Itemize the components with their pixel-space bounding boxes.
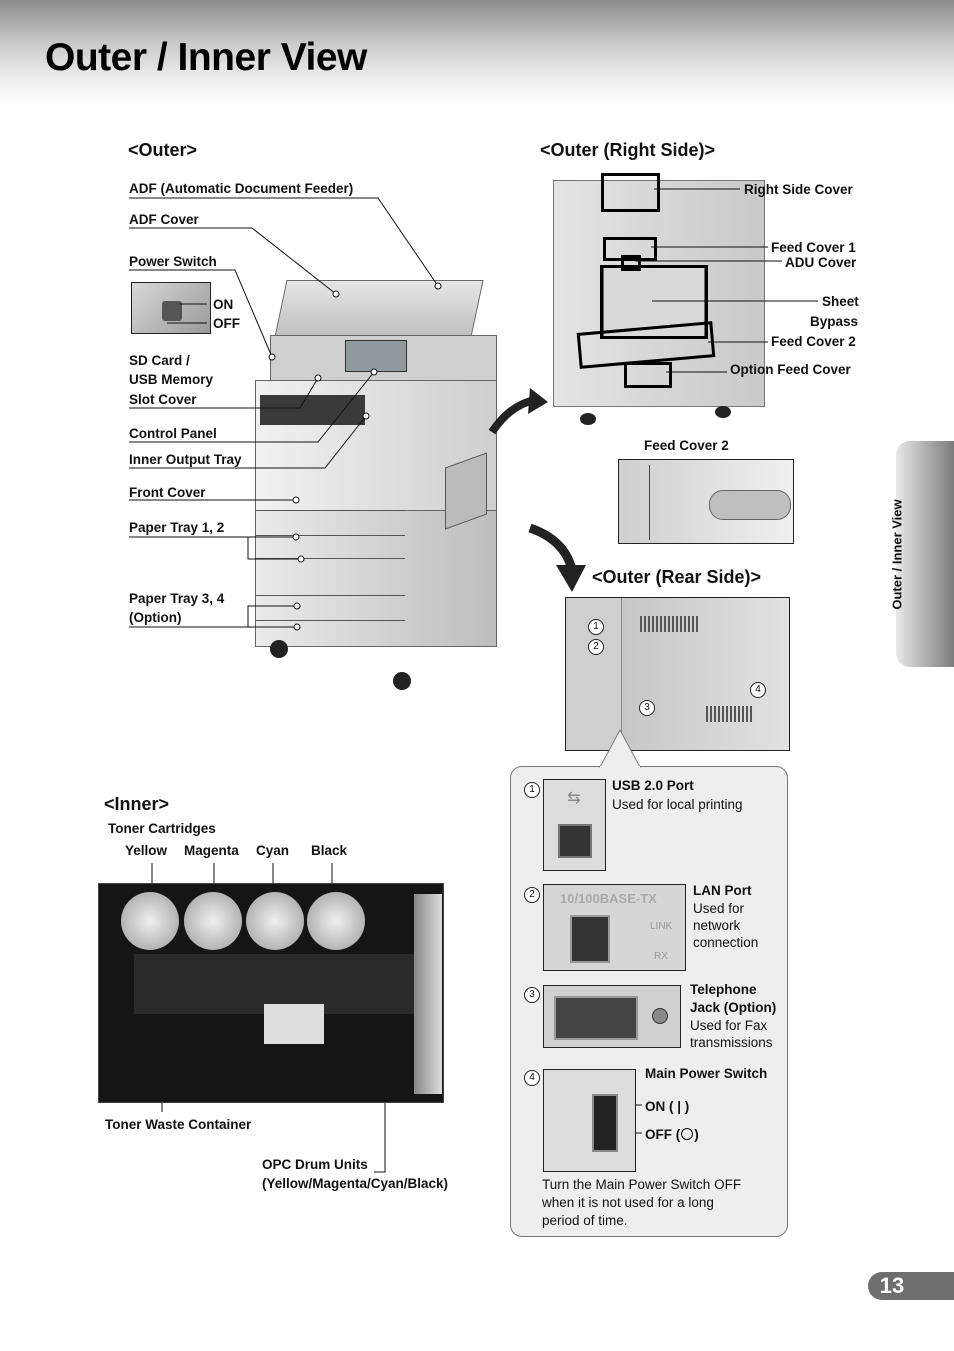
label-sd-card-3: Slot Cover	[129, 392, 197, 407]
label-adu-cover: ADU Cover	[785, 255, 857, 270]
inner-view-photo	[98, 883, 444, 1103]
lan-port-desc-1: Used for	[693, 901, 745, 916]
port-3-number: 3	[524, 987, 540, 1003]
machine-front-photo	[250, 270, 500, 690]
label-paper-tray-12: Paper Tray 1, 2	[129, 520, 225, 535]
label-black: Black	[311, 843, 348, 858]
lan-port-photo: 10/100BASE-TX LINK RX	[543, 884, 686, 971]
label-front-cover: Front Cover	[129, 485, 206, 500]
right-side-cover-box	[601, 173, 660, 212]
port-4-number: 4	[524, 1070, 540, 1086]
lan-port-label: LAN Port	[693, 883, 752, 898]
option-feed-cover-box	[624, 362, 672, 388]
telephone-jack-desc-2: transmissions	[690, 1035, 773, 1050]
section-inner-heading: <Inner>	[104, 794, 170, 814]
label-paper-tray-34-option: (Option)	[129, 610, 182, 625]
label-option-feed-cover: Option Feed Cover	[730, 362, 851, 377]
rear-marker-3: 3	[639, 700, 655, 716]
curved-arrow-icon	[528, 523, 577, 572]
label-control-panel: Control Panel	[129, 426, 217, 441]
label-power-switch: Power Switch	[129, 254, 217, 269]
rear-marker-1: 1	[588, 619, 604, 635]
page-number-box	[868, 1272, 954, 1300]
label-inner-output-tray: Inner Output Tray	[129, 452, 242, 467]
feed-cover-2-photo	[618, 459, 794, 544]
label-opc-1: OPC Drum Units	[262, 1157, 368, 1172]
section-outer-heading: <Outer>	[128, 140, 198, 160]
label-right-side-cover: Right Side Cover	[744, 182, 853, 197]
main-power-switch-photo	[543, 1069, 636, 1172]
section-outer-rear-heading: <Outer (Rear Side)>	[592, 567, 762, 587]
power-switch-photo	[131, 282, 211, 334]
label-bypass: Bypass	[810, 314, 859, 329]
label-on: ON	[213, 297, 234, 312]
feed-cover-1-box	[603, 237, 657, 261]
page-number: 13	[879, 1273, 905, 1298]
rear-marker-2: 2	[588, 639, 604, 655]
section-outer-right-heading: <Outer (Right Side)>	[540, 140, 716, 160]
power-note-1: Turn the Main Power Switch OFF	[542, 1177, 742, 1192]
telephone-jack-photo	[543, 985, 681, 1048]
label-adf: ADF (Automatic Document Feeder)	[129, 181, 354, 196]
label-sd-card-1: SD Card /	[129, 353, 190, 368]
power-on-label: ON ( | )	[645, 1099, 690, 1114]
label-yellow: Yellow	[125, 843, 168, 858]
label-sheet: Sheet	[822, 294, 859, 309]
sheet-bypass-box	[600, 265, 708, 339]
lan-photo-link: LINK	[650, 921, 673, 932]
rear-marker-4: 4	[750, 682, 766, 698]
label-feed-cover-1: Feed Cover 1	[771, 240, 856, 255]
adu-cover-box	[621, 255, 641, 271]
main-power-switch-label: Main Power Switch	[645, 1066, 768, 1081]
power-note-3: period of time.	[542, 1213, 628, 1228]
telephone-jack-desc-1: Used for Fax	[690, 1018, 768, 1033]
power-off-label: OFF ()	[645, 1125, 699, 1144]
lan-photo-rx: RX	[654, 951, 668, 962]
power-note-2: when it is not used for a long	[542, 1195, 714, 1210]
page-title: Outer / Inner View	[45, 36, 367, 79]
label-paper-tray-34: Paper Tray 3, 4	[129, 591, 225, 606]
side-tab	[896, 441, 954, 667]
label-opc-2: (Yellow/Magenta/Cyan/Black)	[262, 1176, 449, 1191]
port-2-number: 2	[524, 887, 540, 903]
side-tab-label: Outer / Inner View	[889, 499, 905, 610]
usb-port-label: USB 2.0 Port	[612, 778, 694, 793]
label-cyan: Cyan	[256, 843, 290, 858]
usb-port-desc: Used for local printing	[612, 797, 743, 812]
label-toner-waste: Toner Waste Container	[105, 1117, 252, 1132]
usb-icon: ⇆	[567, 790, 581, 807]
label-sd-card-2: USB Memory	[129, 372, 214, 387]
telephone-jack-label-2: Jack (Option)	[690, 1000, 777, 1015]
usb-port-photo: ⇆	[543, 779, 606, 871]
lan-photo-label: 10/100BASE-TX	[560, 891, 657, 906]
power-off-close: )	[694, 1127, 699, 1142]
label-feed-cover-2-detail: Feed Cover 2	[644, 438, 729, 453]
label-off: OFF	[213, 316, 240, 331]
label-toner-cartridges: Toner Cartridges	[108, 821, 216, 836]
power-off-text: OFF (	[645, 1127, 681, 1142]
label-magenta: Magenta	[184, 843, 239, 858]
lan-port-desc-3: connection	[693, 935, 759, 950]
telephone-jack-label-1: Telephone	[690, 982, 757, 997]
header-band	[0, 0, 954, 105]
power-off-circle-icon	[681, 1128, 694, 1140]
port-1-number: 1	[524, 782, 540, 798]
label-feed-cover-2: Feed Cover 2	[771, 334, 856, 349]
label-adf-cover: ADF Cover	[129, 212, 199, 227]
lan-port-desc-2: network	[693, 918, 741, 933]
